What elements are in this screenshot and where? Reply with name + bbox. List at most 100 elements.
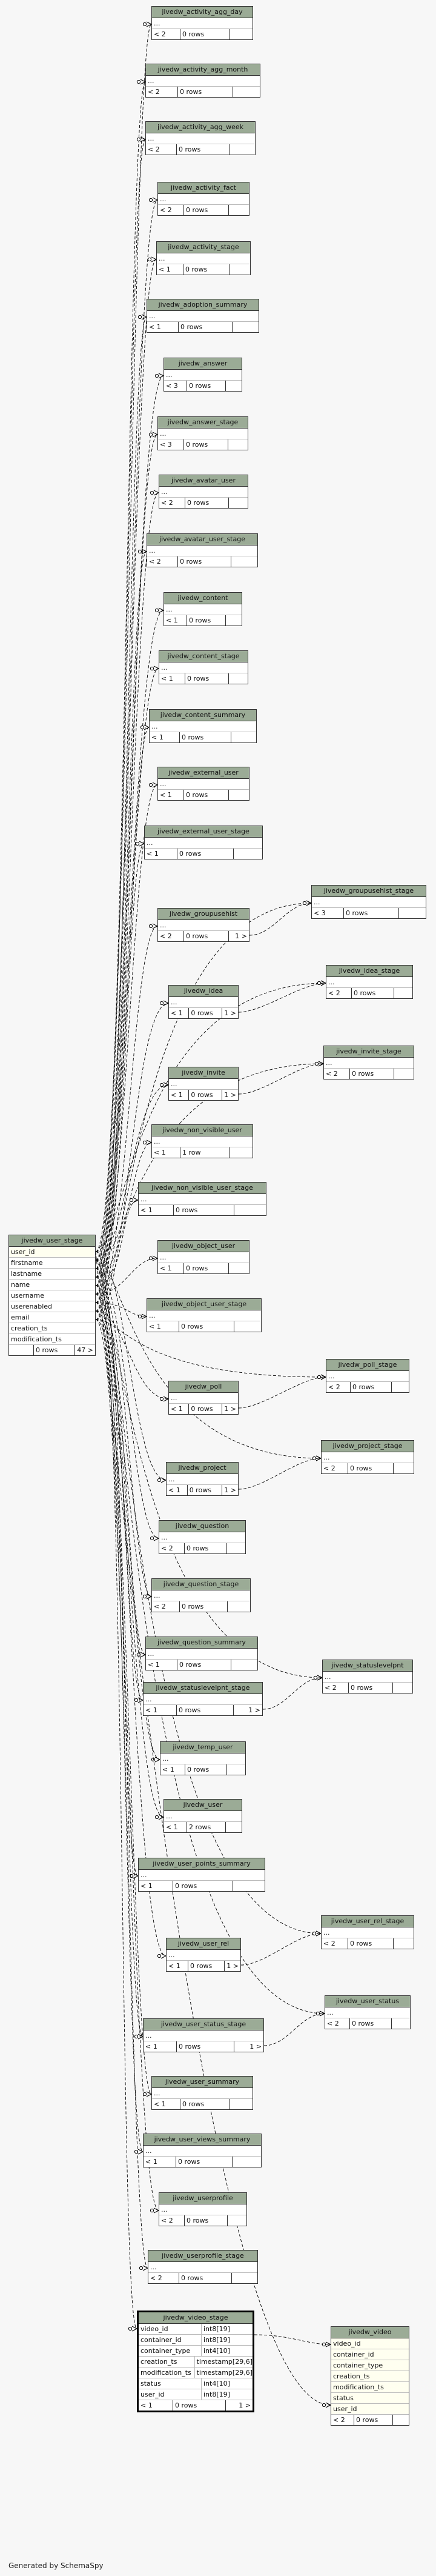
table-name[interactable]: jivedw_temp_user (160, 1742, 245, 1753)
table-name[interactable]: jivedw_non_visible_user (152, 1125, 253, 1136)
table-name[interactable]: jivedw_content_stage (159, 651, 248, 662)
table-name[interactable]: jivedw_answer_stage (158, 417, 248, 429)
table-name[interactable]: jivedw_user_views_summary (144, 2134, 261, 2146)
table-name[interactable]: jivedw_question (159, 1521, 245, 1532)
table-name[interactable]: jivedw_answer (164, 358, 242, 370)
table-name[interactable]: jivedw_activity_agg_week (146, 122, 255, 133)
table-name[interactable]: jivedw_avatar_user (159, 475, 248, 487)
table-name[interactable]: jivedw_user_stage (9, 1235, 95, 1247)
table-name[interactable]: jivedw_userprofile (159, 2193, 246, 2204)
table-name[interactable]: jivedw_user (164, 1800, 242, 1811)
table-name[interactable]: jivedw_groupusehist (158, 909, 249, 920)
table-name[interactable]: jivedw_activity_stage (157, 242, 250, 253)
table-name[interactable]: jivedw_non_visible_user_stage (139, 1183, 266, 1194)
table-name[interactable]: jivedw_activity_agg_day (152, 7, 253, 18)
table-name[interactable]: jivedw_user_rel (167, 1938, 240, 1950)
table-name[interactable]: jivedw_activity_fact (158, 182, 249, 194)
table-name[interactable]: jivedw_groupusehist_stage (312, 886, 426, 897)
table-name[interactable]: jivedw_poll_stage (326, 1360, 409, 1371)
table-name[interactable]: jivedw_userprofile_stage (148, 2251, 257, 2262)
table-name[interactable]: jivedw_user_points_summary (139, 1858, 265, 1870)
table-name[interactable]: jivedw_avatar_user_stage (147, 534, 257, 546)
table-name[interactable]: jivedw_statuslevelpnt (323, 1660, 412, 1672)
table-name[interactable]: jivedw_statuslevelpnt_stage (144, 1683, 262, 1694)
table-name[interactable]: jivedw_video (331, 2327, 409, 2338)
row-count: 0 rows (187, 615, 226, 626)
table-name[interactable]: jivedw_user_status (325, 1996, 410, 2007)
table-name[interactable]: jivedw_invite_stage (324, 1046, 414, 1058)
table-name[interactable]: jivedw_user_summary (152, 2077, 253, 2088)
table-name[interactable]: jivedw_activity_agg_month (146, 64, 260, 76)
table-name[interactable]: jivedw_external_user_stage (145, 826, 262, 838)
table-name[interactable]: jivedw_video_stage (139, 2312, 253, 2324)
table-name[interactable]: jivedw_poll (169, 1381, 238, 1393)
table-name[interactable]: jivedw_idea (169, 986, 238, 997)
row-count: 0 rows (183, 264, 230, 275)
table-name[interactable]: jivedw_object_user (158, 1241, 249, 1252)
table-name[interactable]: jivedw_content_summary (150, 710, 256, 721)
table-name[interactable]: jivedw_user_rel_stage (322, 1916, 414, 1927)
table-name[interactable]: jivedw_user_status_stage (144, 2019, 263, 2030)
table-name[interactable]: jivedw_content (164, 593, 242, 604)
table-name[interactable]: jivedw_invite (169, 1067, 238, 1079)
table-name[interactable]: jivedw_project_stage (322, 1441, 414, 1452)
table-name[interactable]: jivedw_adoption_summary (147, 299, 259, 311)
table-name[interactable]: jivedw_external_user (158, 767, 249, 779)
table-name[interactable]: jivedw_project (167, 1463, 238, 1474)
table-name[interactable]: jivedw_idea_stage (326, 966, 412, 977)
table-name[interactable]: jivedw_object_user_stage (147, 1299, 261, 1310)
table-name[interactable]: jivedw_question_summary (146, 1637, 257, 1649)
table-name[interactable]: jivedw_question_stage (152, 1579, 250, 1590)
